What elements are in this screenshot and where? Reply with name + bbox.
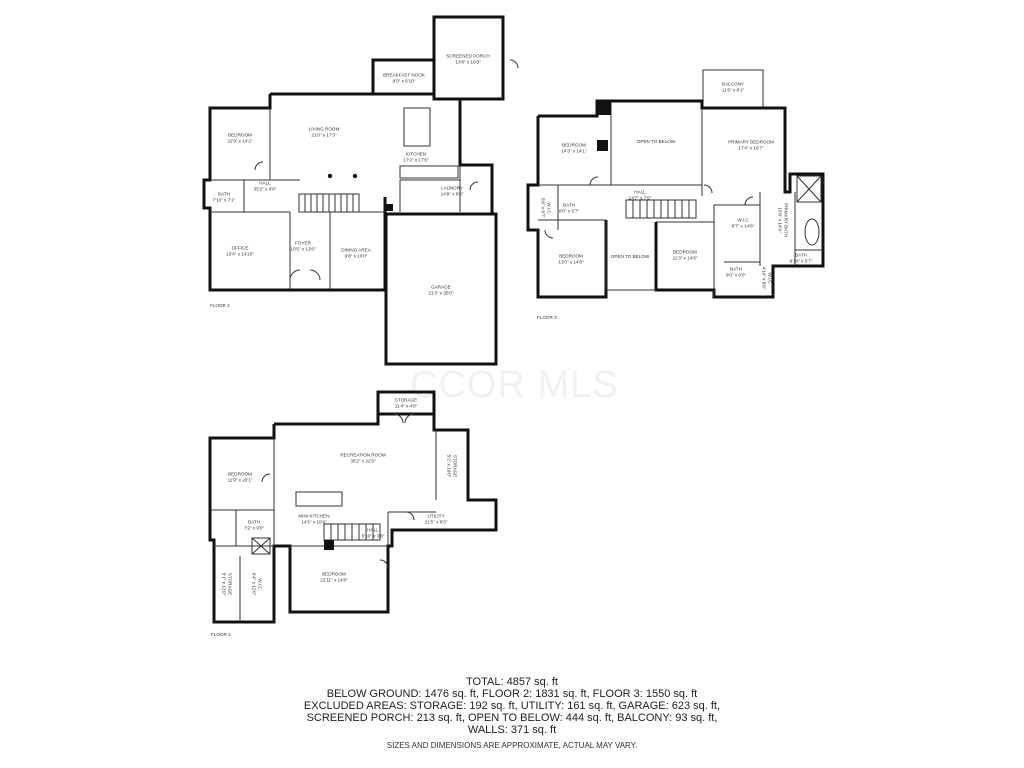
floor2-walls (202, 15, 519, 366)
watermark: CCOR MLS (410, 364, 619, 406)
room-floor3-open-to-below-2: OPEN TO BELOW (610, 254, 650, 260)
floor3-label: FLOOR 3 (537, 315, 557, 320)
room-floor3-open-to-below-1: OPEN TO BELOW (636, 139, 676, 145)
area-breakdown-line2: EXCLUDED AREAS: STORAGE: 192 sq. ft, UTI… (303, 700, 721, 712)
floor3-walls (526, 69, 825, 299)
floor1-label: FLOOR 1 (211, 632, 231, 637)
disclaimer: SIZES AND DIMENSIONS ARE APPROXIMATE, AC… (386, 741, 638, 750)
floor1-walls (208, 390, 498, 624)
area-breakdown-line4: WALLS: 371 sq. ft (467, 724, 557, 736)
floor2-label: FLOOR 2 (210, 303, 230, 308)
total-area: TOTAL: 4857 sq. ft (466, 676, 558, 688)
area-breakdown-line3: SCREENED PORCH: 213 sq. ft, OPEN TO BELO… (306, 712, 718, 724)
area-breakdown-line1: BELOW GROUND: 1476 sq. ft, FLOOR 2: 1831… (326, 688, 698, 700)
